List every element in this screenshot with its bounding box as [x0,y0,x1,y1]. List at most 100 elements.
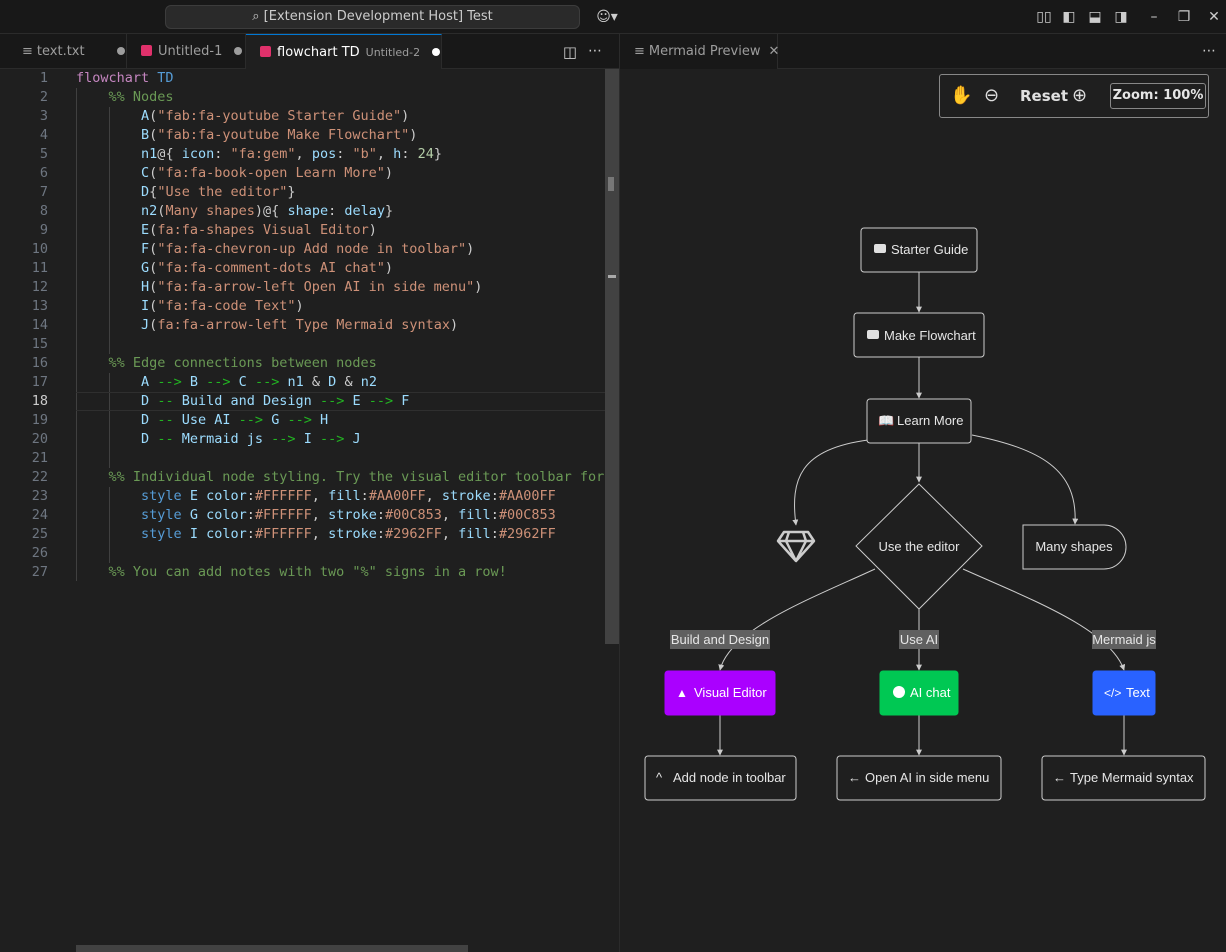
edge-label-mermaid-js: Mermaid js [1092,632,1156,647]
code-line[interactable]: 14 J(fa:fa-arrow-left Type Mermaid synta… [0,316,619,335]
minimize-icon[interactable]: – [1145,8,1163,26]
line-number: 3 [0,107,48,126]
preview-icon: ≡ [634,44,645,59]
code-line[interactable]: 20 D -- Mermaid js --> I --> J [0,430,619,449]
toggle-panel-icon[interactable]: ⬓ [1086,8,1104,26]
comment-dots-icon [893,686,905,698]
mermaid-file-icon [260,46,271,57]
line-number: 23 [0,487,48,506]
overview-ruler-mark [608,177,614,191]
line-code: D -- Use AI --> G --> H [76,411,328,430]
node-type-mermaid-syntax[interactable]: ← Type Mermaid syntax [1042,756,1205,800]
code-line[interactable]: 2 %% Nodes [0,88,619,107]
edge-D-I [963,569,1124,670]
dirty-indicator-icon[interactable] [234,47,242,55]
code-line[interactable]: 5 n1@{ icon: "fa:gem", pos: "b", h: 24} [0,145,619,164]
tab-label: Mermaid Preview [649,44,761,59]
youtube-icon [867,330,879,339]
line-code: A --> B --> C --> n1 & D & n2 [76,373,377,392]
node-make-flowchart[interactable]: Make Flowchart [854,313,984,357]
close-tab-icon[interactable]: ✕ [768,44,779,59]
line-number: 15 [0,335,48,354]
tab-label: flowchart TD [277,45,360,60]
code-line[interactable]: 15 [0,335,619,354]
code-line[interactable]: 4 B("fab:fa-youtube Make Flowchart") [0,126,619,145]
code-line[interactable]: 10 F("fa:fa-chevron-up Add node in toolb… [0,240,619,259]
node-open-ai-in-side-menu[interactable]: ← Open AI in side menu [837,756,1001,800]
search-text: [Extension Development Host] Test [264,9,493,24]
code-line[interactable]: 25 style I color:#FFFFFF, stroke:#2962FF… [0,525,619,544]
layout-icon[interactable]: ▯▯ [1035,8,1053,26]
node-text[interactable]: </> Text [1093,671,1155,715]
toggle-sidebar-icon[interactable]: ◧ [1060,8,1078,26]
line-code: style G color:#FFFFFF, stroke:#00C853, f… [76,506,556,525]
split-editor-icon[interactable]: ◫ [561,43,579,61]
code-line[interactable]: 6 C("fa:fa-book-open Learn More") [0,164,619,183]
line-code: E(fa:fa-shapes Visual Editor) [76,221,377,240]
code-line[interactable]: 26 [0,544,619,563]
tab-text-txt[interactable]: ≡text.txt [0,34,127,69]
line-code: J(fa:fa-arrow-left Type Mermaid syntax) [76,316,458,335]
code-line[interactable]: 27 %% You can add notes with two "%" sig… [0,563,619,582]
code-line[interactable]: 24 style G color:#FFFFFF, stroke:#00C853… [0,506,619,525]
tab-untitled-1[interactable]: Untitled-1 [127,34,246,69]
line-number: 17 [0,373,48,392]
copilot-icon[interactable]: ☺▾ [592,8,622,26]
line-number: 2 [0,88,48,107]
line-number: 1 [0,69,48,88]
code-editor[interactable]: 1flowchart TD2 %% Nodes3 A("fab:fa-youtu… [0,69,619,952]
tab-flowchart-td[interactable]: flowchart TD Untitled-2 [246,34,442,69]
chevron-up-icon: ^ [656,770,663,785]
code-line[interactable]: 16 %% Edge connections between nodes [0,354,619,373]
dirty-indicator-icon[interactable] [117,47,125,55]
node-gem[interactable] [778,532,814,561]
node-many-shapes[interactable]: Many shapes [1023,525,1126,569]
line-number: 25 [0,525,48,544]
code-line[interactable]: 3 A("fab:fa-youtube Starter Guide") [0,107,619,126]
line-number: 27 [0,563,48,582]
node-learn-more[interactable]: 📖 Learn More [867,399,971,443]
code-line[interactable]: 13 I("fa:fa-code Text") [0,297,619,316]
node-starter-guide[interactable]: Starter Guide [861,228,977,272]
code-line[interactable]: 18 D -- Build and Design --> E --> F [0,392,619,411]
horizontal-scrollbar-thumb[interactable] [76,945,468,952]
line-code: style E color:#FFFFFF, fill:#AA00FF, str… [76,487,556,506]
line-code: n2(Many shapes)@{ shape: delay} [76,202,393,221]
restore-icon[interactable]: ❐ [1175,8,1193,26]
code-line[interactable]: 9 E(fa:fa-shapes Visual Editor) [0,221,619,240]
line-code: F("fa:fa-chevron-up Add node in toolbar"… [76,240,474,259]
node-label: Text [1126,685,1150,700]
close-icon[interactable]: ✕ [1205,8,1223,26]
node-label: Add node in toolbar [673,770,786,785]
node-use-the-editor[interactable]: Use the editor [856,484,982,609]
line-code: %% Individual node styling. Try the visu… [76,468,604,487]
node-ai-chat[interactable]: AI chat [880,671,958,715]
dirty-indicator-icon[interactable] [432,48,440,56]
edge-label-build-and-design: Build and Design [671,632,769,647]
line-number: 10 [0,240,48,259]
node-add-node-in-toolbar[interactable]: ^ Add node in toolbar [645,756,796,800]
line-code: H("fa:fa-arrow-left Open AI in side menu… [76,278,482,297]
line-number: 8 [0,202,48,221]
code-line[interactable]: 1flowchart TD [0,69,619,88]
vertical-scrollbar-thumb[interactable] [605,69,619,644]
more-actions-icon[interactable]: ⋯ [586,42,604,60]
code-line[interactable]: 21 [0,449,619,468]
line-number: 21 [0,449,48,468]
node-label: AI chat [910,685,951,700]
code-line[interactable]: 11 G("fa:fa-comment-dots AI chat") [0,259,619,278]
code-line[interactable]: 22 %% Individual node styling. Try the v… [0,468,619,487]
preview-tab-bar: ≡ Mermaid Preview ✕ ⋯ [620,34,1226,69]
toggle-secondary-sidebar-icon[interactable]: ◨ [1112,8,1130,26]
code-line[interactable]: 8 n2(Many shapes)@{ shape: delay} [0,202,619,221]
node-visual-editor[interactable]: ▲ Visual Editor [665,671,775,715]
tab-description: Untitled-2 [366,46,420,59]
code-line[interactable]: 12 H("fa:fa-arrow-left Open AI in side m… [0,278,619,297]
code-line[interactable]: 23 style E color:#FFFFFF, fill:#AA00FF, … [0,487,619,506]
tab-mermaid-preview[interactable]: ≡ Mermaid Preview ✕ [620,34,778,69]
command-center-search[interactable]: ⌕ [Extension Development Host] Test [165,5,580,29]
code-line[interactable]: 7 D{"Use the editor"} [0,183,619,202]
more-actions-icon[interactable]: ⋯ [1200,42,1218,60]
code-line[interactable]: 17 A --> B --> C --> n1 & D & n2 [0,373,619,392]
code-line[interactable]: 19 D -- Use AI --> G --> H [0,411,619,430]
